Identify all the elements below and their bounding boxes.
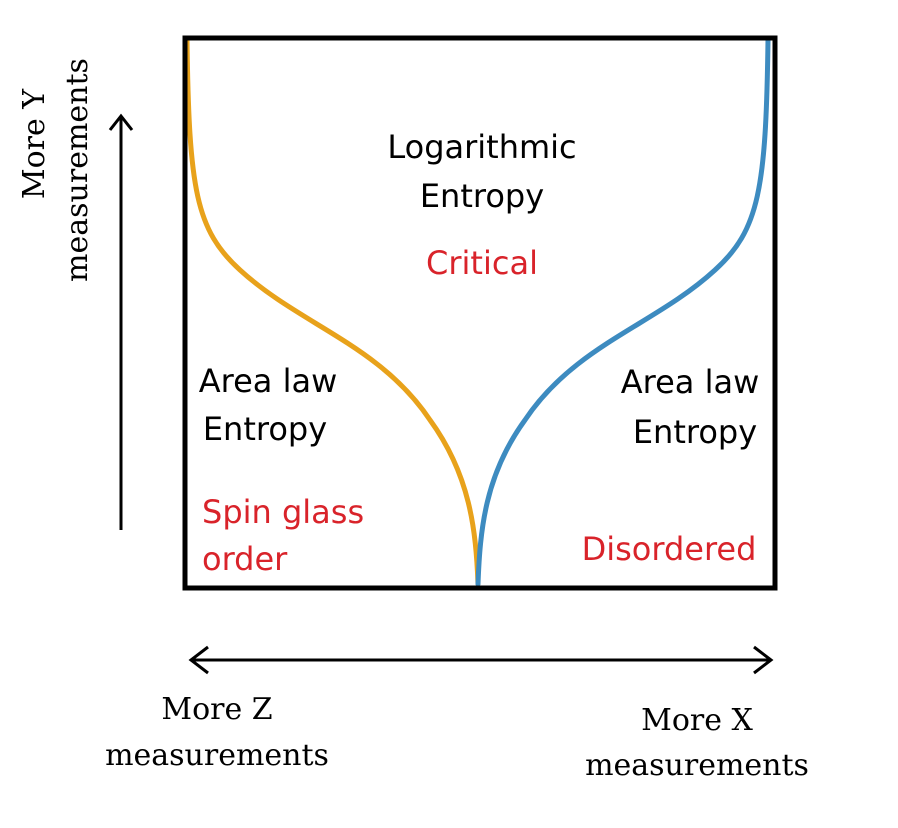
z-axis-label-line2: measurements: [105, 738, 329, 773]
y-axis-arrow: [108, 113, 134, 530]
z-axis-label-line1: More Z: [161, 692, 272, 727]
critical-phase-label: Critical: [426, 244, 538, 282]
disordered-phase-label: Disordered: [582, 530, 757, 568]
x-axis-label-line1: More X: [641, 703, 753, 738]
spin-glass-critical-boundary: [184, 37, 481, 587]
critical-region-line2: Entropy: [420, 177, 544, 215]
right-region-line2: Entropy: [633, 413, 757, 451]
x-axis-label-line2: measurements: [585, 748, 809, 783]
critical-region-line1: Logarithmic: [387, 128, 576, 166]
left-region-line2: Entropy: [203, 410, 327, 448]
disordered-critical-boundary: [475, 37, 771, 587]
spin-glass-phase-line2: order: [202, 540, 288, 578]
diagram-frame: [182, 35, 778, 591]
right-region-line1: Area law: [621, 363, 759, 401]
spin-glass-phase-line1: Spin glass: [202, 493, 364, 531]
y-axis-label-line2: measurements: [60, 58, 95, 282]
x-z-axis-arrow: [188, 645, 774, 675]
y-axis-label-line1: More Y: [17, 88, 52, 199]
left-region-line1: Area law: [199, 362, 337, 400]
